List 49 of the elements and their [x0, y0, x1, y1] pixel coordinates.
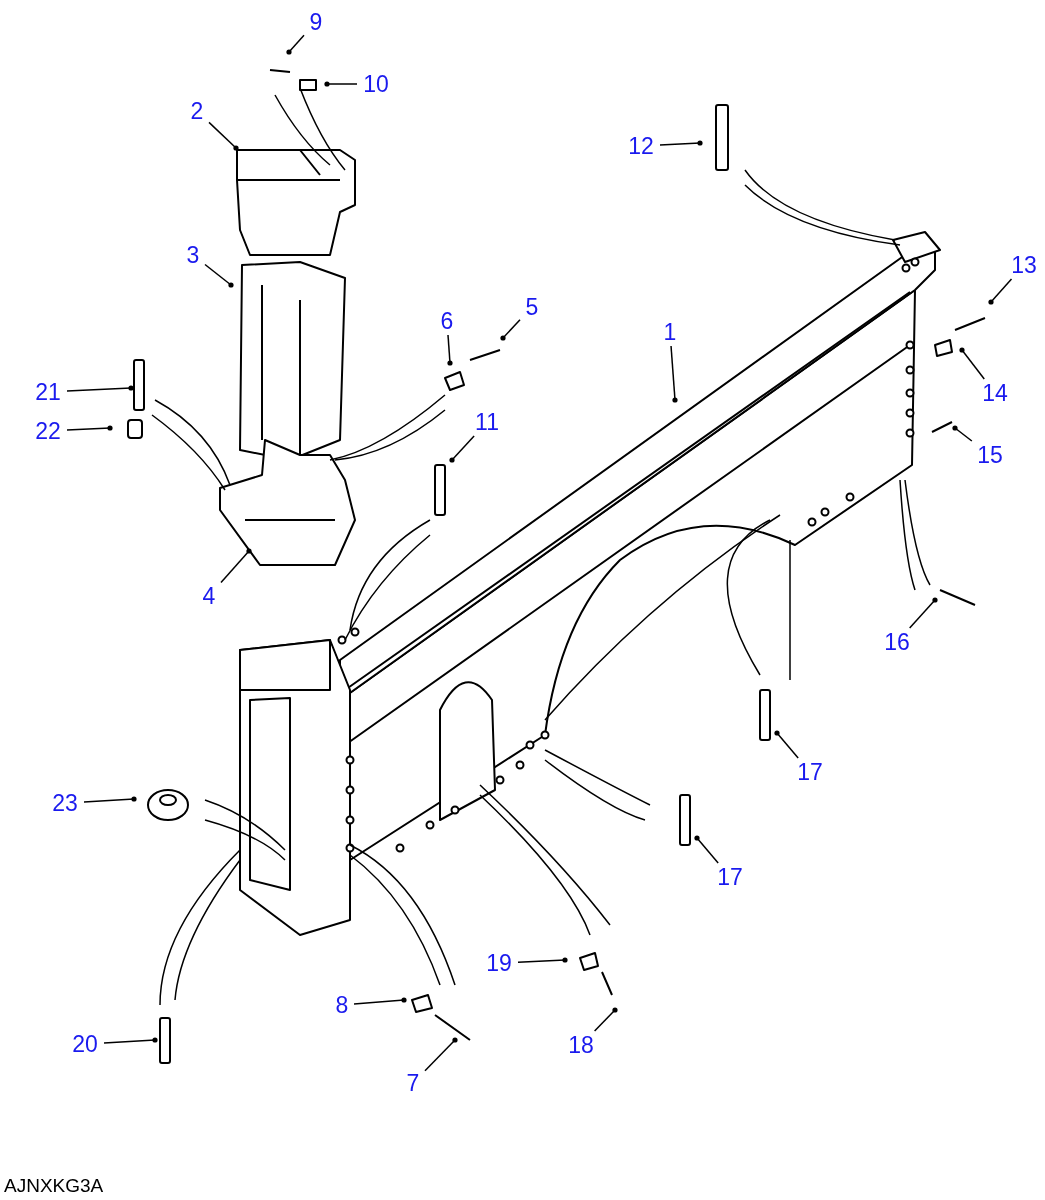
leader-line [500, 319, 521, 341]
callout-number: 22 [35, 419, 61, 443]
drawing-code: AJNXKG3A [4, 1176, 104, 1196]
callout-number: 19 [486, 951, 512, 975]
leader-line [517, 957, 568, 963]
callout-number: 16 [884, 630, 910, 654]
leader-line [208, 121, 239, 151]
leader-line [83, 796, 137, 803]
callout-number: 9 [309, 10, 323, 34]
callout-number: 5 [525, 295, 539, 319]
callout-number: 15 [977, 443, 1003, 467]
leader-line [952, 425, 973, 442]
leader-line [103, 1037, 158, 1044]
callout-number: 17 [717, 865, 743, 889]
callout-number: 21 [35, 380, 61, 404]
callout-number: 1 [663, 320, 677, 344]
leader-line [774, 730, 799, 759]
callout-number: 2 [190, 99, 204, 123]
callout-number: 23 [52, 791, 78, 815]
callout-number: 20 [72, 1032, 98, 1056]
callout-number: 18 [568, 1033, 594, 1057]
callout-number: 14 [982, 381, 1008, 405]
callout-number: 6 [440, 309, 454, 333]
leader-line [447, 334, 453, 366]
leader-line [988, 278, 1013, 305]
callout-number: 8 [335, 993, 349, 1017]
leader-line [593, 1007, 618, 1032]
leader-line [908, 597, 938, 629]
leader-line [353, 997, 407, 1005]
callout-number: 3 [186, 243, 200, 267]
callout-number: 11 [475, 410, 499, 434]
leader-line [670, 345, 678, 403]
callout-number: 17 [797, 760, 823, 784]
leader-line [694, 835, 719, 864]
leader-line [659, 140, 703, 146]
leader-line [66, 385, 134, 392]
callout-number: 12 [628, 134, 654, 158]
leader-line [286, 34, 305, 55]
leader-line [66, 425, 113, 431]
leader-line [324, 81, 358, 87]
leader-line [959, 347, 985, 380]
callout-number: 10 [363, 72, 389, 96]
leader-line [449, 435, 475, 463]
callout-number: 4 [202, 584, 216, 608]
leader-line [204, 263, 234, 288]
callout-number: 7 [406, 1071, 420, 1095]
callout-number: 13 [1011, 253, 1037, 277]
leader-line [424, 1037, 458, 1072]
leader-line [220, 548, 252, 584]
